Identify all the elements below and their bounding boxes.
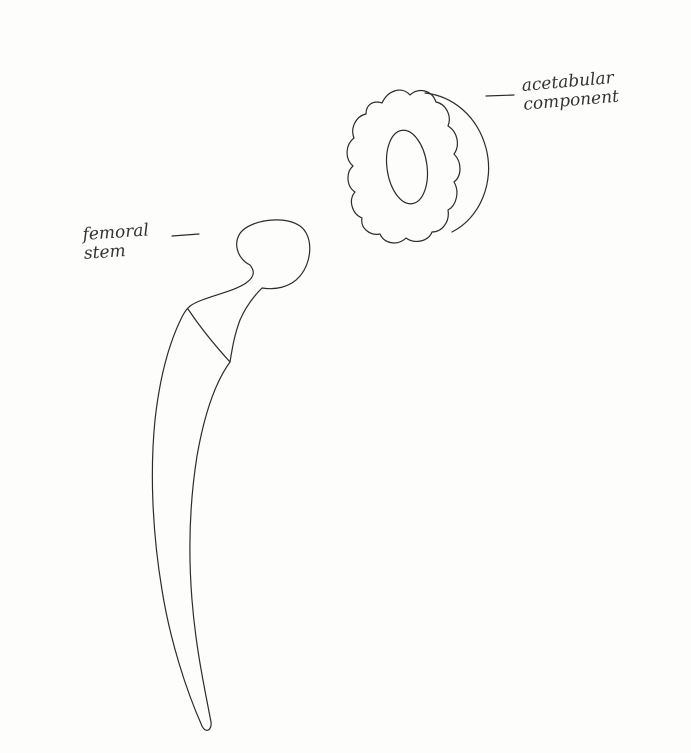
femoral-collar-line [188,309,230,362]
acetabular-leader-line [486,95,514,96]
femoral-stem-outline [152,220,309,730]
femoral-stem-label: femoral stem [82,221,151,264]
femoral-leader-line [172,234,199,236]
acetabular-porous-rim [347,90,460,243]
acetabular-shell-back [425,93,489,232]
acetabular-liner [382,128,432,207]
